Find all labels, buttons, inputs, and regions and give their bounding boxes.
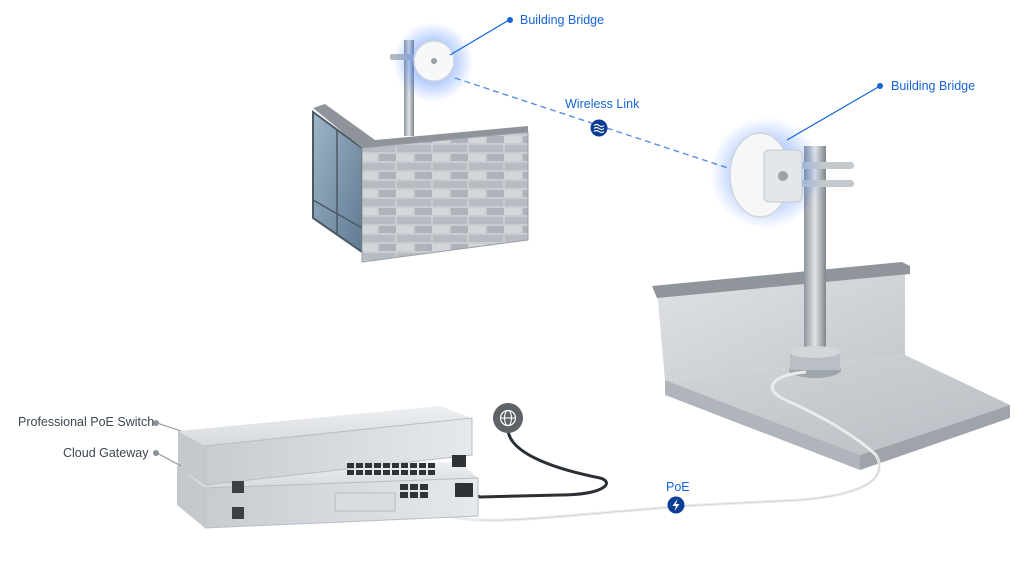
- dot-bridge-right: [877, 83, 883, 89]
- label-building-bridge-right: Building Bridge: [891, 79, 976, 93]
- concrete-floor: [665, 355, 1010, 455]
- label-professional-poe-switch: Professional PoE Switch: [18, 415, 155, 429]
- right-building: [652, 262, 1010, 470]
- label-wireless-link: Wireless Link: [565, 97, 640, 111]
- brick-wall: [361, 131, 529, 263]
- dot-poe-switch: [153, 420, 159, 426]
- concrete-wall: [657, 270, 905, 380]
- left-building-bridge-device: [413, 40, 455, 82]
- floor-edge: [860, 405, 1010, 470]
- leader-cloud-gateway: [156, 452, 182, 467]
- left-building: [312, 104, 529, 263]
- dot-bridge-left: [507, 17, 513, 23]
- globe-icon: [493, 403, 523, 433]
- leader-poe-switch: [156, 422, 182, 432]
- lightning-bolt-icon: [667, 496, 685, 514]
- leader-bridge-left: [449, 19, 510, 56]
- dot-cloud-gateway: [153, 450, 159, 456]
- leader-bridge-right: [786, 85, 881, 141]
- poe-cable-rooftop: [770, 370, 878, 457]
- wireless-link-icon: [590, 119, 608, 137]
- label-building-bridge-left: Building Bridge: [520, 13, 605, 27]
- label-cloud-gateway: Cloud Gateway: [63, 446, 149, 460]
- professional-poe-switch-device: [178, 406, 473, 493]
- label-poe: PoE: [666, 480, 690, 494]
- wall-cap-right: [652, 262, 910, 298]
- right-building-bridge-device: [729, 132, 803, 218]
- floor-side: [665, 380, 860, 470]
- internet-cable: [464, 429, 608, 499]
